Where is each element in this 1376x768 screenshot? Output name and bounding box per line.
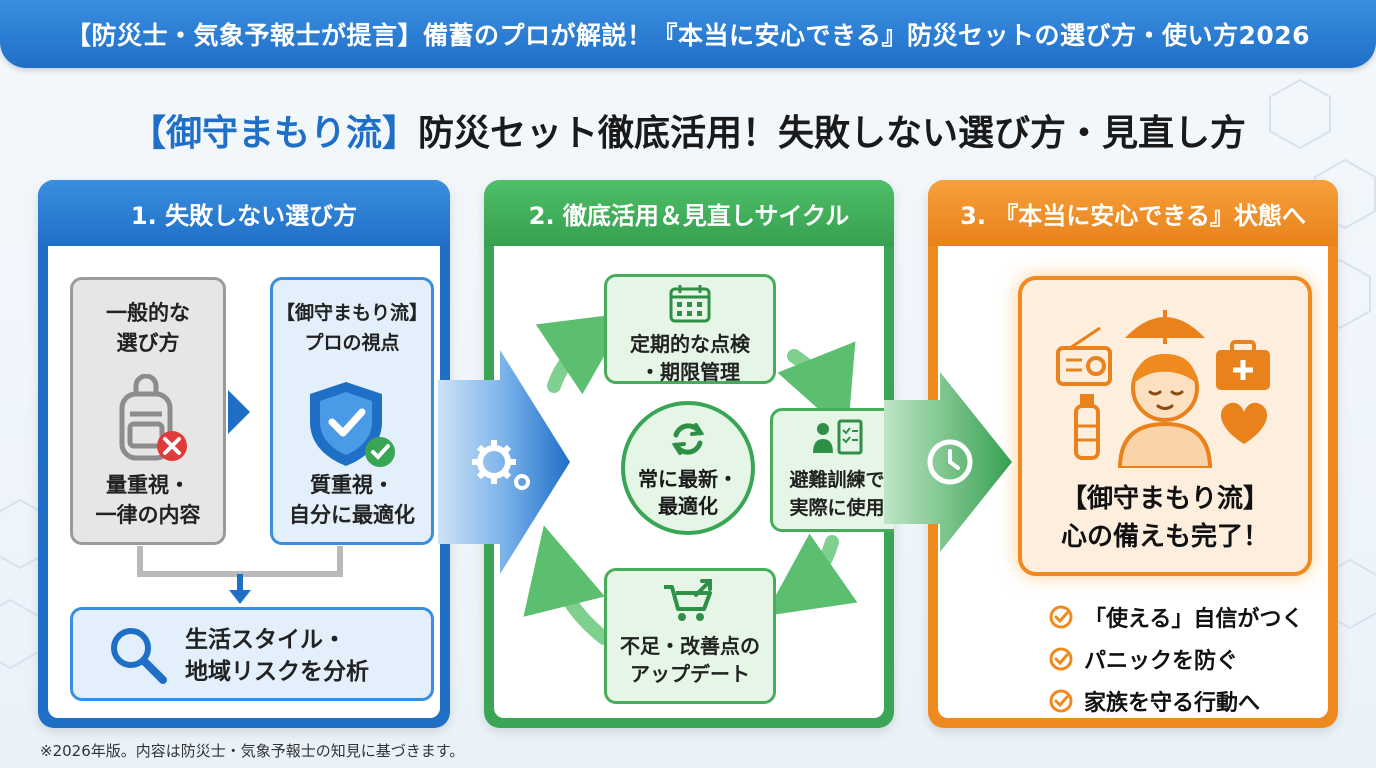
general-method-box: 一般的な 選び方 量重視・ 一律の内容 [70,277,226,545]
cycle-center: 常に最新・ 最適化 [621,401,755,535]
check-item: 家族を守る行動へ [1048,680,1303,722]
general-method-title: 一般的な 選び方 [106,301,190,355]
general-method-caption: 量重視・ 一律の内容 [95,473,201,527]
check-item: 「使える」自信がつく [1048,596,1303,638]
panel-cycle-header: 2. 徹底活用＆見直しサイクル [484,180,894,246]
cycle-center-label: 常に最新・ 最適化 [638,467,738,518]
check-list: 「使える」自信がつく パニックを防ぐ 家族を守る行動へ [1048,596,1303,722]
panel-result: 3. 『本当に安心できる』状態へ [928,180,1338,728]
check-item-label: 「使える」自信がつく [1084,607,1304,632]
first-aid-kit-icon [1216,340,1270,390]
cycle-step-drill: 避難訓練で 実際に使用 [770,408,894,532]
panel-cycle: 2. 徹底活用＆見直しサイクル [484,180,894,728]
check-circle-icon [1049,605,1073,629]
cart-up-icon [607,577,773,632]
check-circle-icon [1049,647,1073,671]
panel-selection: 1. 失敗しない選び方 一般的な 選び方 量重視・ 一律の内容 【御守まもり流】… [38,180,450,728]
main-title-accent: 【御守まもり流】 [129,113,418,154]
refresh-icon [625,419,751,466]
cycle-step-inspection: 定期的な点検 ・期限管理 [604,274,776,384]
check-circle-icon [1049,689,1073,713]
check-item-label: パニックを防ぐ [1084,649,1239,674]
banner-title: 【防災士・気象予報士が提言】備蓄のプロが解説！『本当に安心できる』防災セットの選… [65,21,1311,50]
family-safety-illustration [1056,310,1270,468]
analyze-text: 生活スタイル・ 地域リスクを分析 [185,627,369,685]
cycle-step-drill-label: 避難訓練で 実際に使用 [789,469,885,519]
result-text: 【御守まもり流】 心の備えも完了！ [1060,484,1269,552]
calendar-icon [607,283,773,330]
pro-method-caption: 質重視・ 自分に最適化 [289,473,415,527]
cycle-step-inspection-label: 定期的な点検 ・期限管理 [630,332,750,384]
cycle-step-update: 不足・改善点の アップデート [604,568,776,704]
panel-result-header: 3. 『本当に安心できる』状態へ [928,180,1338,246]
water-bottle-icon [1074,394,1100,460]
panel-result-body: 【御守まもり流】 心の備えも完了！ 「使える」自信がつく パニックを防ぐ 家族を… [938,246,1328,718]
top-banner: 【防災士・気象予報士が提言】備蓄のプロが解説！『本当に安心できる』防災セットの選… [0,0,1376,68]
footnote: ※2026年版。内容は防災士・気象予報士の知見に基づきます。 [40,742,465,760]
panel-selection-body: 一般的な 選び方 量重視・ 一律の内容 【御守まもり流】 プロの視点 [48,246,440,718]
umbrella-icon [1125,310,1205,344]
check-item-label: 家族を守る行動へ [1084,691,1261,716]
cycle-step-update-label: 不足・改善点の アップデート [620,634,760,686]
radio-icon [1056,326,1112,386]
main-title-text: 防災セット徹底活用！失敗しない選び方・見直し方 [418,113,1247,154]
backpack-x-icon [73,374,223,470]
pro-method-title: 【御守まもり流】 プロの視点 [275,302,428,354]
drill-checklist-icon [773,417,894,466]
heart-icon [1220,402,1268,444]
check-item: パニックを防ぐ [1048,638,1303,680]
calm-person-icon [1117,354,1213,468]
panel-cycle-body: 定期的な点検 ・期限管理 避難訓練で 実際に使用 [494,246,894,718]
main-title: 【御守まもり流】防災セット徹底活用！失敗しない選び方・見直し方 [0,104,1376,156]
pro-method-box: 【御守まもり流】 プロの視点 質重視・ 自分に最適化 [270,277,434,545]
shield-check-icon [273,374,431,474]
panel-selection-header: 1. 失敗しない選び方 [38,180,450,246]
magnifier-icon [107,624,169,694]
result-box: 【御守まもり流】 心の備えも完了！ [1018,276,1312,576]
analyze-box: 生活スタイル・ 地域リスクを分析 [70,607,434,701]
